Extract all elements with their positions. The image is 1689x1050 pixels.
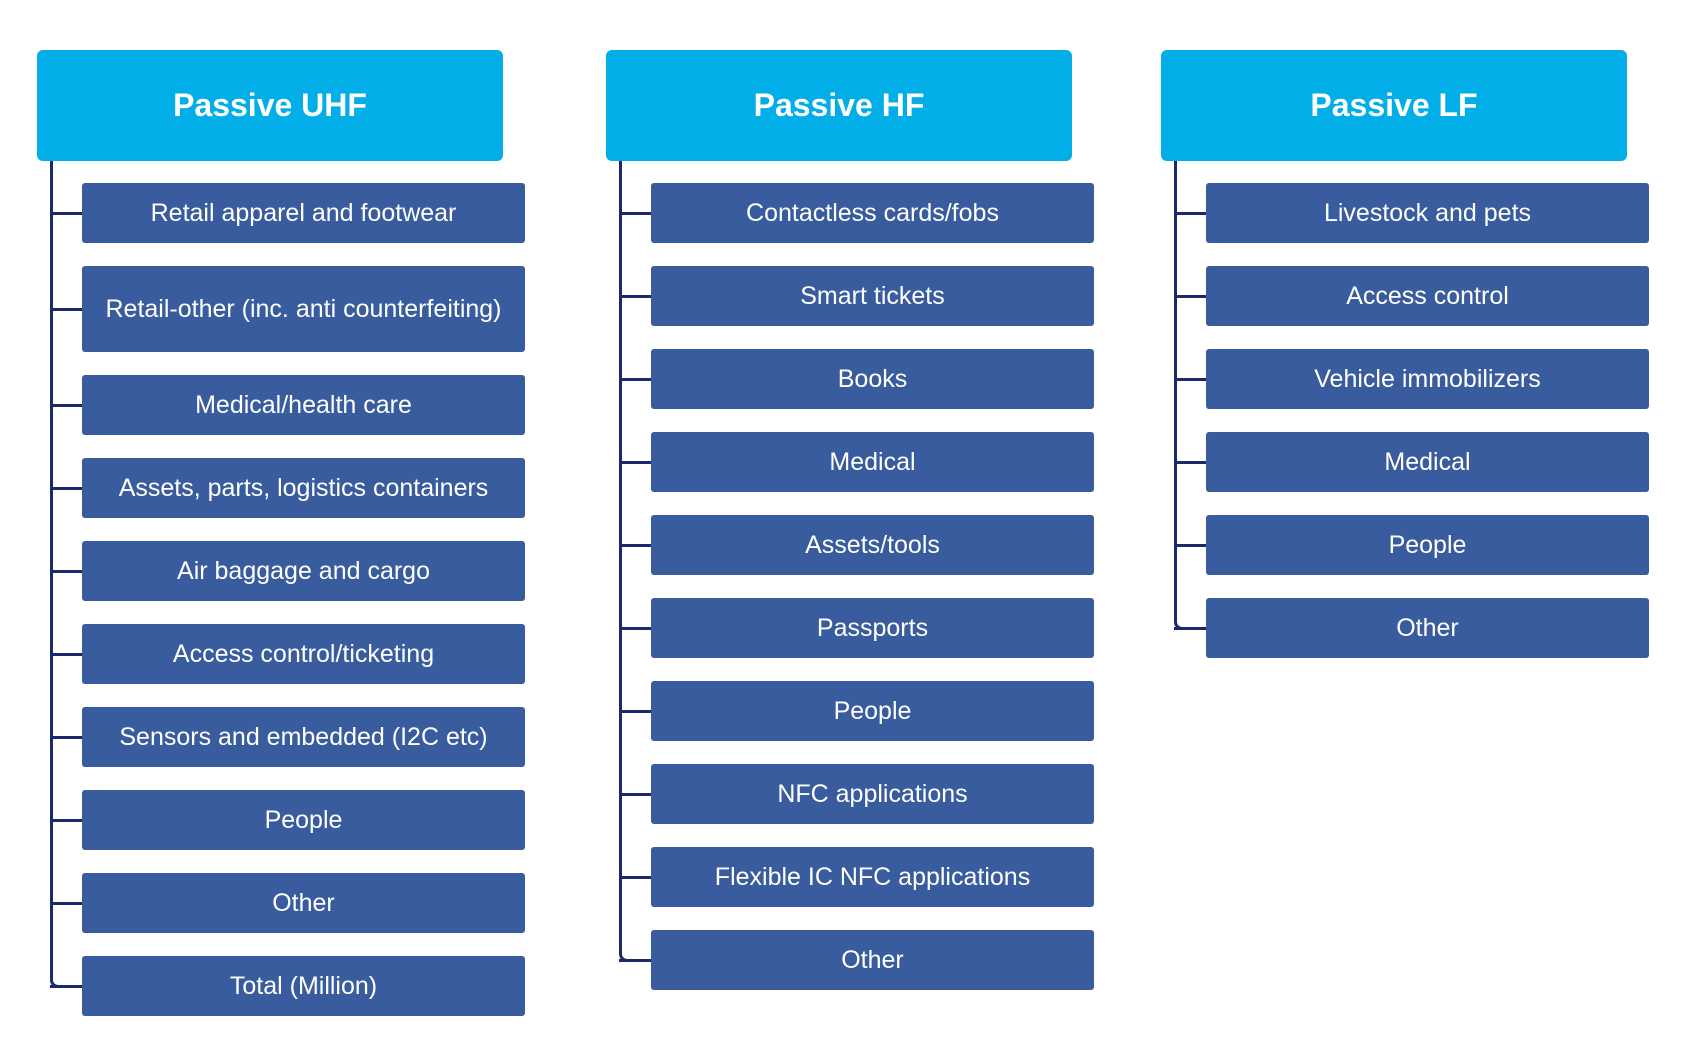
list-item: People (1174, 515, 1649, 575)
branch-connector (619, 710, 651, 713)
list-item: Retail apparel and footwear (50, 183, 525, 243)
column-header: Passive LF (1161, 50, 1627, 161)
column-passive-lf: Passive LF Livestock and pets Access con… (1161, 50, 1649, 658)
list-item: Access control/ticketing (50, 624, 525, 684)
item-label: Access control (1346, 281, 1509, 310)
item-label: Other (272, 888, 335, 917)
tree-spine (1174, 161, 1182, 630)
item-label: NFC applications (777, 779, 968, 808)
item-label: Medical/health care (195, 390, 412, 419)
list-item: Air baggage and cargo (50, 541, 525, 601)
column-header: Passive HF (606, 50, 1072, 161)
item-label: Medical (1384, 447, 1471, 476)
item-label: Total (Million) (229, 971, 378, 1000)
item-label: Retail apparel and footwear (150, 198, 457, 227)
list-item: People (619, 681, 1094, 741)
branch-connector (619, 544, 651, 547)
column-passive-hf: Passive HF Contactless cards/fobs Smart … (606, 50, 1094, 990)
branch-connector (1174, 378, 1206, 381)
item-label: People (833, 696, 912, 725)
branch-connector (619, 212, 651, 215)
item-label: Passports (816, 613, 929, 642)
list-item: Assets/tools (619, 515, 1094, 575)
list-item: Other (619, 930, 1094, 990)
list-item: Other (50, 873, 525, 933)
list-item: Sensors and embedded (I2C etc) (50, 707, 525, 767)
branch-connector (50, 570, 82, 573)
list-item: Medical (619, 432, 1094, 492)
list-item: Total (Million) (50, 956, 525, 1016)
list-item: Retail-other (inc. anti counterfeiting) (50, 266, 525, 352)
item-label: Access control/ticketing (172, 639, 435, 668)
item-label: People (264, 805, 343, 834)
branch-connector (50, 308, 82, 311)
branch-connector (1174, 295, 1206, 298)
list-item: Flexible IC NFC applications (619, 847, 1094, 907)
list-item: People (50, 790, 525, 850)
item-label: Assets/tools (805, 530, 940, 559)
branch-connector (50, 404, 82, 407)
branch-connector (50, 487, 82, 490)
branch-connector (50, 985, 82, 988)
branch-connector (619, 793, 651, 796)
item-label: Air baggage and cargo (177, 556, 430, 585)
branch-connector (50, 819, 82, 822)
branch-connector (1174, 461, 1206, 464)
column-header: Passive UHF (37, 50, 503, 161)
item-label: Sensors and embedded (I2C etc) (119, 722, 488, 751)
branch-connector (619, 876, 651, 879)
branch-connector (1174, 544, 1206, 547)
branch-connector (1174, 627, 1206, 630)
branch-connector (619, 295, 651, 298)
tree-spine (50, 161, 58, 988)
branch-connector (619, 627, 651, 630)
branch-connector (50, 212, 82, 215)
list-item: Assets, parts, logistics containers (50, 458, 525, 518)
tree-spine (619, 161, 627, 962)
branch-connector (619, 378, 651, 381)
item-label: Livestock and pets (1323, 198, 1532, 227)
list-item: Access control (1174, 266, 1649, 326)
list-item: Vehicle immobilizers (1174, 349, 1649, 409)
item-label: Flexible IC NFC applications (714, 862, 1031, 891)
list-item: Other (1174, 598, 1649, 658)
item-label: Smart tickets (800, 281, 945, 310)
item-label: Books (837, 364, 908, 393)
item-label: People (1388, 530, 1467, 559)
branch-connector (619, 959, 651, 962)
branch-connector (1174, 212, 1206, 215)
branch-connector (50, 902, 82, 905)
item-label: Retail-other (inc. anti counterfeiting) (105, 294, 502, 323)
list-item: Books (619, 349, 1094, 409)
branch-connector (50, 653, 82, 656)
item-label: Vehicle immobilizers (1314, 364, 1541, 393)
item-label: Other (841, 945, 904, 974)
list-item: Contactless cards/fobs (619, 183, 1094, 243)
list-item: Passports (619, 598, 1094, 658)
item-label: Contactless cards/fobs (746, 198, 999, 227)
list-item: Livestock and pets (1174, 183, 1649, 243)
item-label: Other (1396, 613, 1459, 642)
column-passive-uhf: Passive UHF Retail apparel and footwear … (37, 50, 525, 1016)
list-item: Smart tickets (619, 266, 1094, 326)
item-label: Assets, parts, logistics containers (118, 473, 489, 502)
branch-connector (619, 461, 651, 464)
list-item: Medical/health care (50, 375, 525, 435)
list-item: Medical (1174, 432, 1649, 492)
list-item: NFC applications (619, 764, 1094, 824)
item-label: Medical (829, 447, 916, 476)
branch-connector (50, 736, 82, 739)
